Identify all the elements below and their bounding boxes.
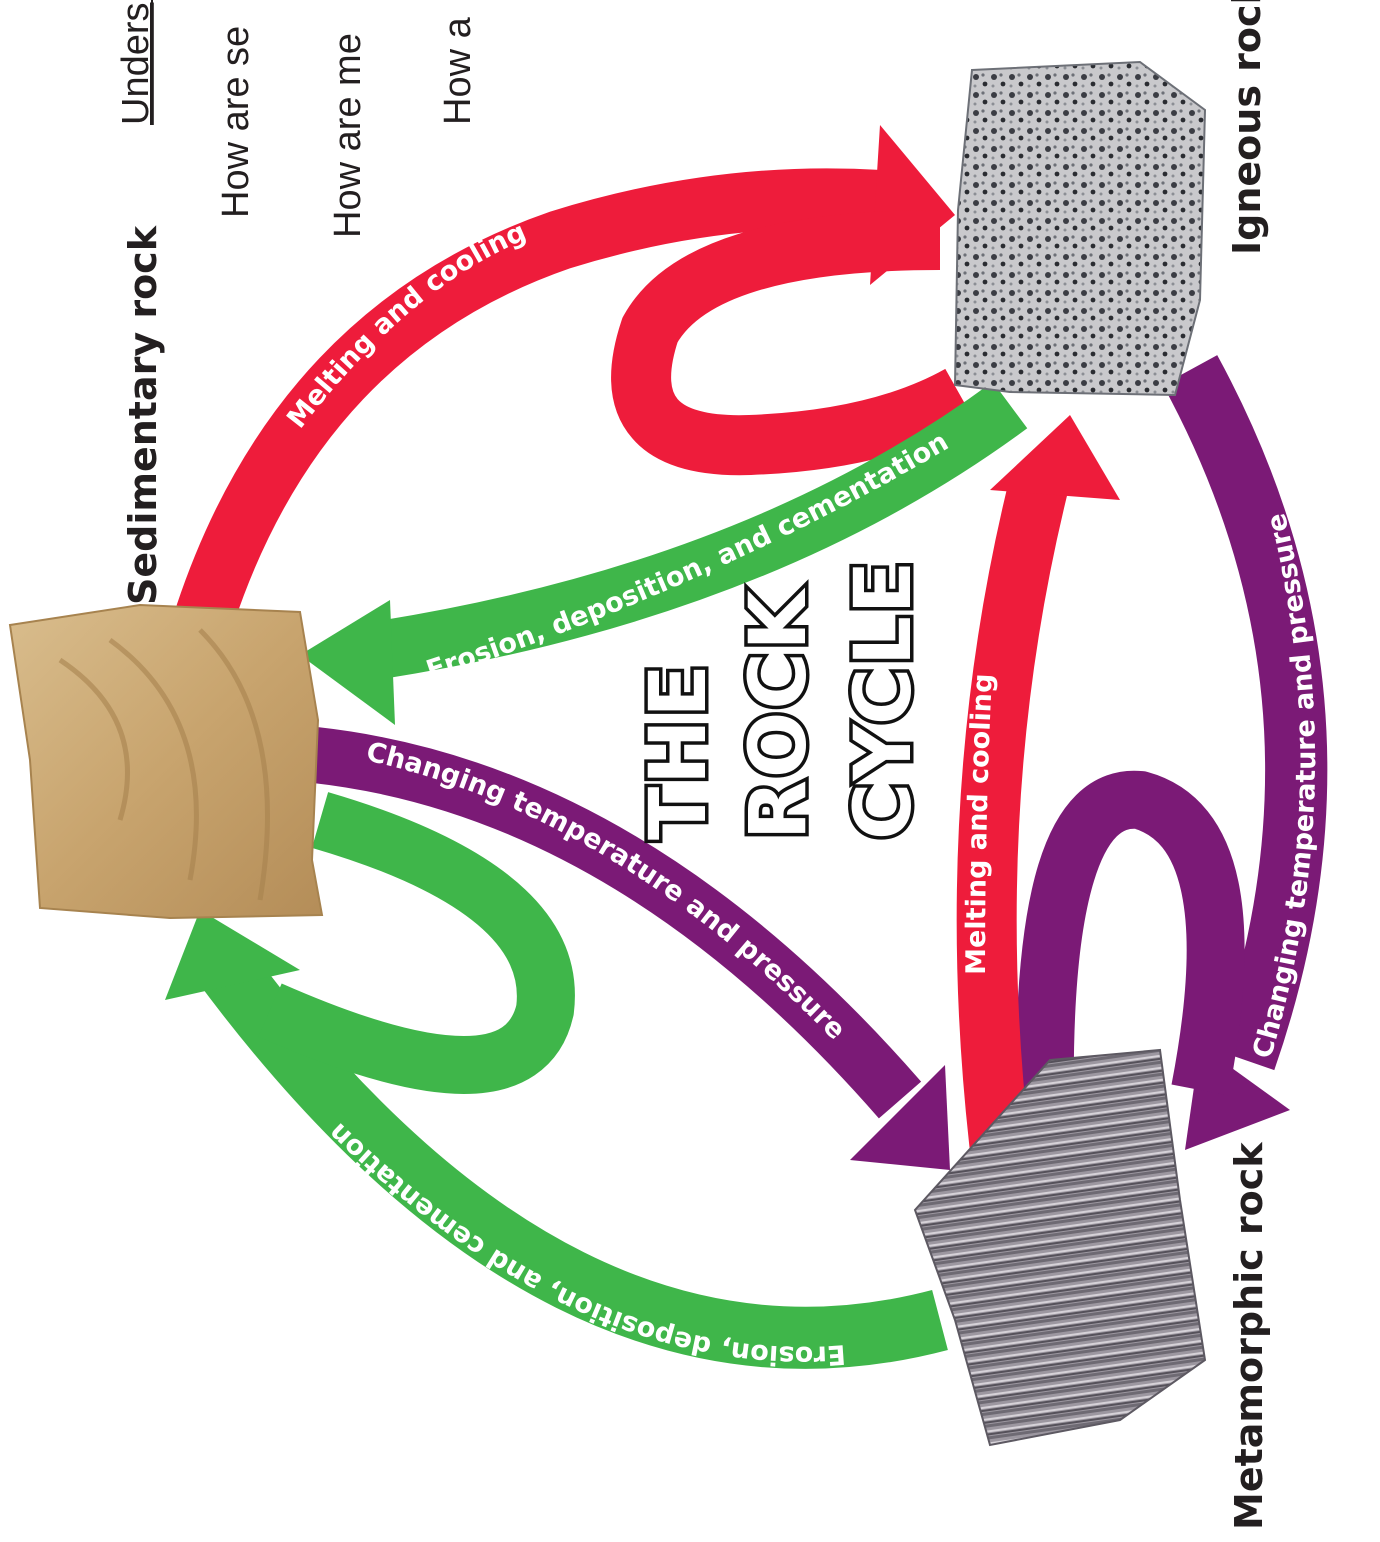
title-line-the: THE	[634, 662, 724, 840]
title-line-rock: ROCK	[734, 587, 824, 840]
title-line-cycle: CYCLE	[839, 559, 929, 840]
igneous-rock-image	[953, 60, 1207, 397]
sedimentary-rock-label: Sedimentary rock	[121, 225, 165, 605]
metamorphic-rock-label: Metamorphic rock	[1227, 1142, 1271, 1530]
arrow-changing-right	[1015, 355, 1328, 1150]
arrow-erosion-middle	[300, 381, 1028, 725]
intro-questions: Unders How are se How are me How a	[115, 0, 479, 238]
igneous-rock-label: Igneous rock	[1225, 0, 1269, 255]
metamorphic-rock-image	[913, 1048, 1207, 1447]
question-metamorphic: How are me	[327, 33, 369, 238]
rock-cycle-title: THE ROCK CYCLE	[631, 555, 933, 843]
arrow-melting-top	[176, 125, 975, 625]
arrow-melting-inner	[956, 415, 1120, 1154]
question-understanding: Unders	[115, 3, 157, 126]
question-sedimentary: How are se	[215, 26, 257, 218]
arrow-changing-inner	[311, 727, 950, 1170]
sedimentary-rock-image	[8, 603, 324, 920]
question-igneous: How a	[437, 16, 479, 125]
arrow-erosion-bottom	[165, 792, 948, 1369]
